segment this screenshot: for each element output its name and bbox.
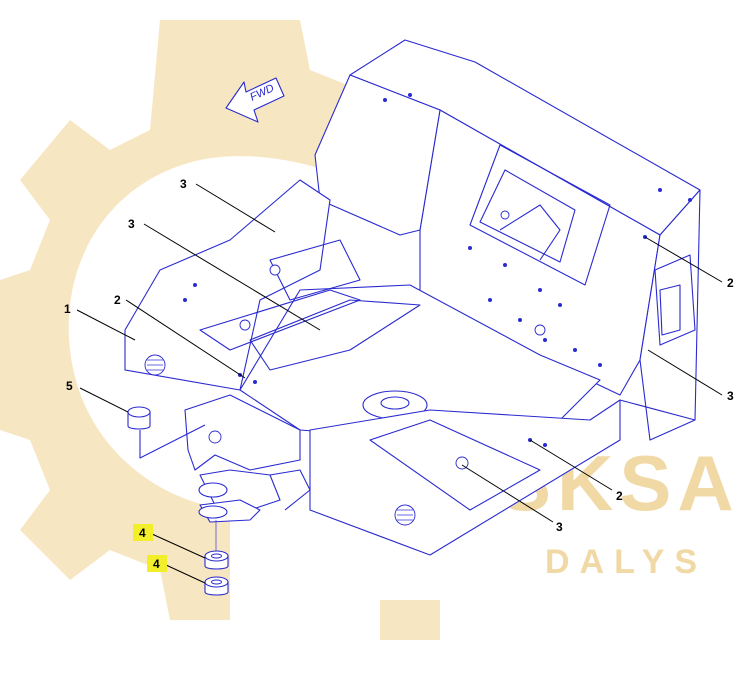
callout-3-bottom: 3 [556, 520, 563, 534]
callout-2-left: 2 [114, 293, 121, 307]
watermark-tagline: DALYS [545, 543, 707, 581]
callout-4-upper: 4 [139, 526, 146, 540]
leader-lines [76, 183, 723, 584]
highlight-4-lower [147, 555, 167, 572]
callout-5: 5 [66, 379, 73, 393]
callout-4-lower: 4 [153, 557, 160, 571]
bushing-part-4-lower [204, 576, 229, 596]
callout-1: 1 [64, 302, 71, 316]
bushing-part-4-upper [204, 550, 229, 570]
callout-3-left: 3 [128, 217, 135, 231]
callout-3-upper-left: 3 [180, 177, 187, 191]
bushing-part-5 [127, 406, 206, 459]
callout-3-right: 3 [727, 389, 734, 403]
mounting-holes [183, 93, 692, 447]
frame-assembly [124, 39, 701, 596]
callout-2-right: 2 [727, 276, 734, 290]
callout-2-bottom: 2 [616, 489, 623, 503]
fwd-arrow-icon: FWD [225, 77, 285, 123]
highlight-4-upper [133, 524, 153, 541]
